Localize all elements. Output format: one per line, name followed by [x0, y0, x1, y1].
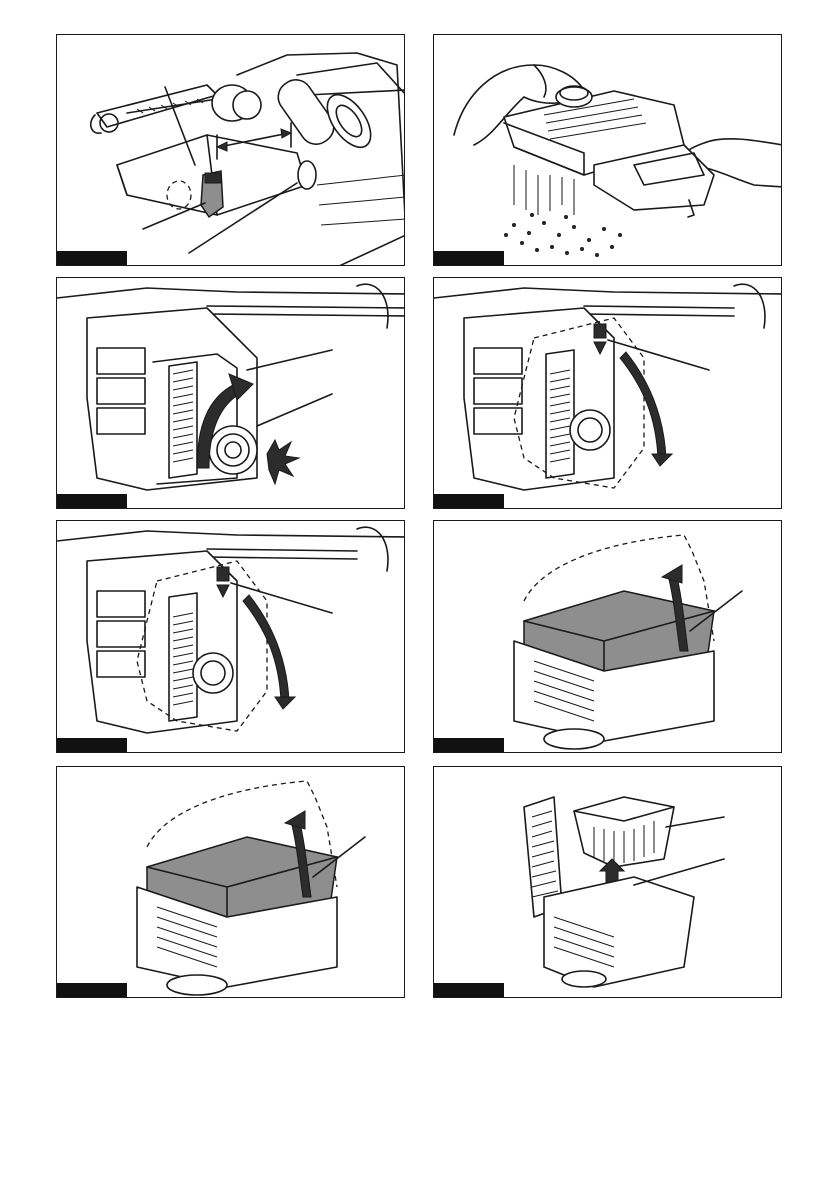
dust-emptying-illustration	[434, 35, 782, 266]
figure-tag-label	[57, 499, 61, 509]
figure-panel-2	[433, 34, 782, 266]
figure-tag-label	[57, 743, 61, 753]
filter-cover-lift-illustration	[434, 521, 782, 753]
figure-panel-4	[433, 277, 782, 509]
figure-tag-label	[434, 256, 438, 266]
figure-tag	[57, 251, 127, 265]
figure-panel-3	[56, 277, 405, 509]
figure-tag-label	[434, 988, 438, 998]
figure-tag	[434, 983, 504, 997]
drill-attachment-illustration	[57, 35, 405, 266]
figure-panel-8	[433, 766, 782, 998]
figure-tag	[57, 738, 127, 752]
figure-tag-label	[434, 499, 438, 509]
figure-tag-label	[434, 743, 438, 753]
figure-tag	[434, 251, 504, 265]
figure-tag-label	[57, 256, 61, 266]
dust-case-removal-illustration	[57, 521, 405, 753]
figure-panel-5	[56, 520, 405, 753]
figure-tag	[57, 983, 127, 997]
figure-tag-label	[57, 988, 61, 998]
figure-tag	[434, 738, 504, 752]
filter-removal-illustration	[434, 767, 782, 998]
figure-panel-6	[433, 520, 782, 753]
filter-cover-lift-illustration	[57, 767, 405, 998]
figure-panel-1	[56, 34, 405, 266]
filter-knob-illustration	[57, 278, 405, 509]
dust-case-removal-illustration	[434, 278, 782, 509]
figure-panel-7	[56, 766, 405, 998]
figure-tag	[57, 494, 127, 508]
figure-tag	[434, 494, 504, 508]
